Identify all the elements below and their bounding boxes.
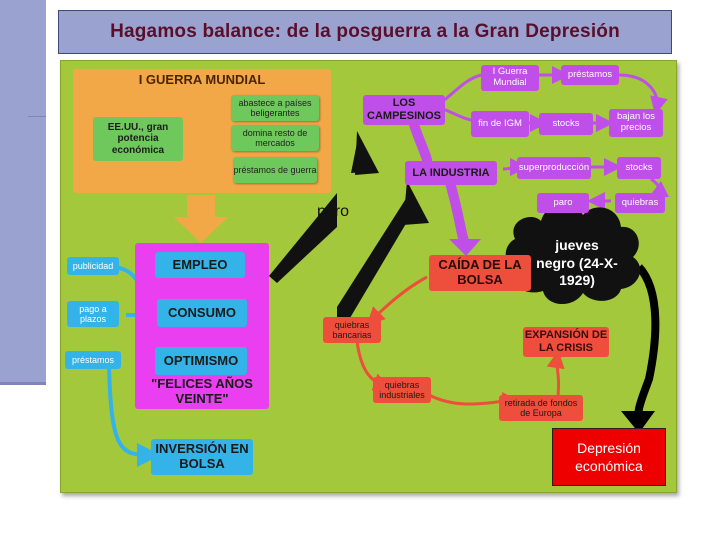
- dominates-markets-node: domina resto de mercados: [231, 125, 319, 151]
- stocks-node-1: stocks: [539, 113, 593, 135]
- unemployment-node: paro: [537, 193, 589, 213]
- roaring-twenties-label: "FELICES AÑOS VEINTE": [151, 376, 253, 406]
- stocks-node-2: stocks: [617, 157, 661, 179]
- left-decor-bar: [0, 0, 46, 384]
- usa-power-node: EE.UU., gran potencia económica: [93, 117, 183, 161]
- slide-title-box: Hagamos balance: de la posguerra a la Gr…: [58, 10, 672, 54]
- supplies-belligerents-node: abastece a países beligerantes: [231, 95, 319, 121]
- loans-purple-node: préstamos: [561, 65, 619, 85]
- falling-prices-node: bajan los precios: [609, 109, 663, 137]
- war-loans-node: préstamos de guerra: [233, 157, 317, 183]
- world-war-title: I GUERRA MUNDIAL: [138, 72, 266, 87]
- advertising-node: publicidad: [67, 257, 119, 275]
- employment-node: EMPLEO: [155, 252, 245, 278]
- but-label: pero: [317, 203, 350, 220]
- optimism-node: OPTIMISMO: [155, 347, 247, 375]
- installments-node: pago a plazos: [67, 301, 119, 327]
- concept-map: I GUERRA MUNDIAL EE.UU., gran potencia e…: [60, 60, 677, 493]
- loans-node: préstamos: [65, 351, 121, 369]
- left-decor-rule: [0, 382, 46, 385]
- industry-node: LA INDUSTRIA: [405, 161, 497, 185]
- left-decor-line: [28, 116, 46, 117]
- bank-failures-node: quiebras bancarias: [323, 317, 381, 343]
- economic-depression-box: Depresión económica: [552, 428, 666, 486]
- black-thursday-label: jueves negro (24-X-1929): [536, 237, 618, 288]
- depression-arrow: [621, 264, 660, 433]
- consumption-node: CONSUMO: [157, 299, 247, 327]
- end-of-war-node: fin de IGM: [471, 111, 529, 137]
- european-withdrawal-node: retirada de fondos de Europa: [499, 395, 583, 421]
- stock-crash-node: CAÍDA DE LA BOLSA: [429, 255, 531, 291]
- ww1-node: I Guerra Mundial: [481, 65, 539, 91]
- stock-investment-node: INVERSIÓN EN BOLSA: [151, 439, 253, 475]
- industrial-failures-node: quiebras industriales: [373, 377, 431, 403]
- slide-title: Hagamos balance: de la posguerra a la Gr…: [110, 21, 620, 42]
- farmers-node: LOS CAMPESINOS: [363, 95, 445, 125]
- war-to-employment-arrow: [174, 195, 228, 243]
- black-thursday-cloud: [505, 203, 641, 305]
- bankruptcies-purple-node: quiebras: [615, 193, 665, 213]
- overproduction-node: superproducción: [517, 157, 591, 179]
- crisis-expansion-node: EXPANSIÓN DE LA CRISIS: [523, 327, 609, 357]
